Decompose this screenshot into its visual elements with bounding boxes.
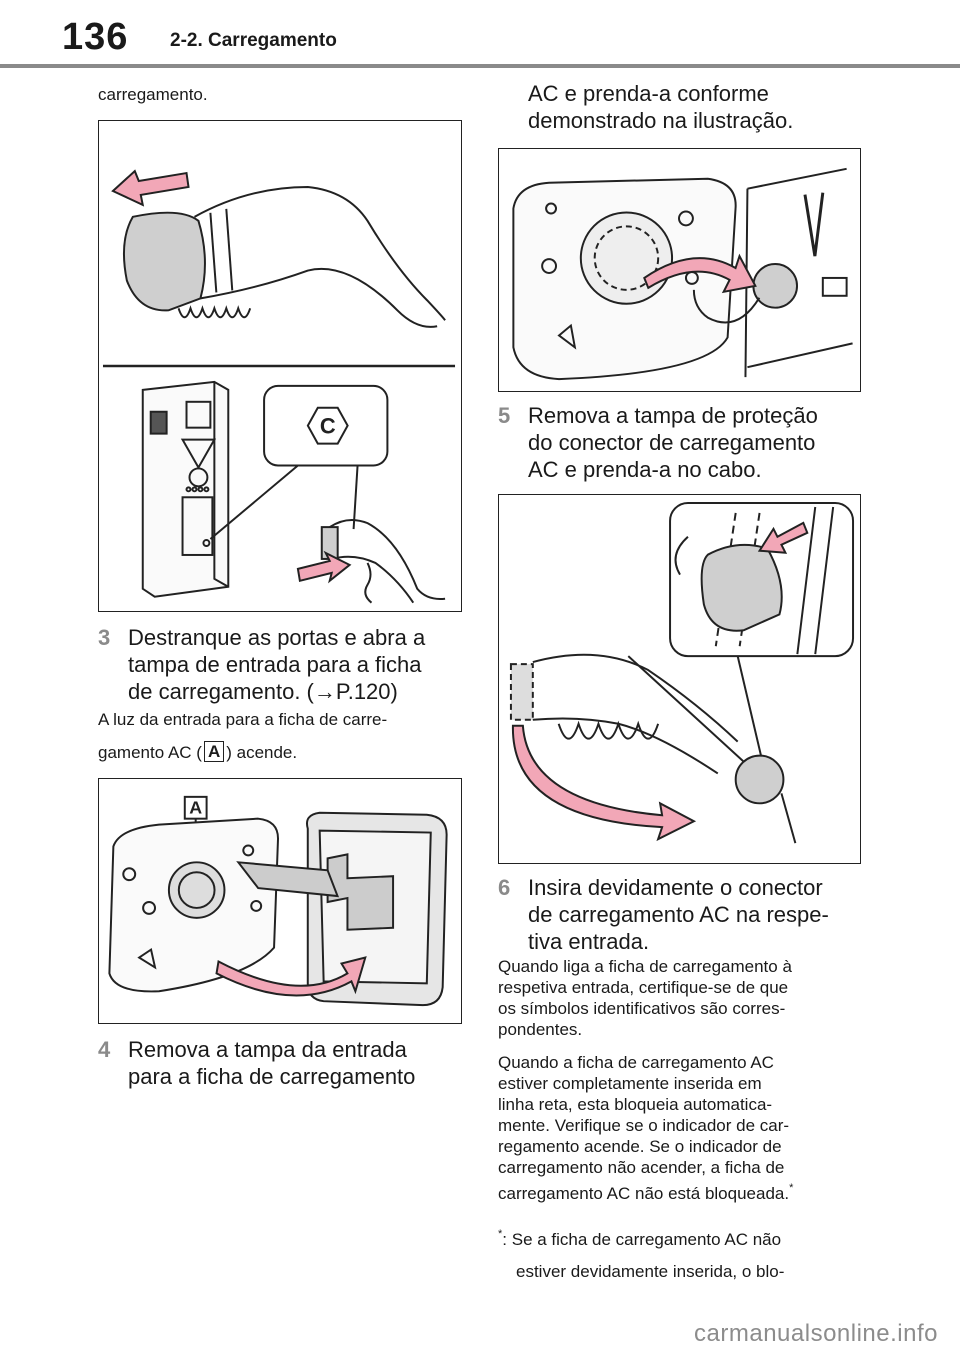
paragraph-locking: Quando a ficha de carregamento AC estive… bbox=[498, 1052, 898, 1204]
figure-lid-removal bbox=[498, 148, 861, 392]
note-text-after: ) acende. bbox=[226, 743, 298, 762]
footnote-line-1: : Se a ficha de carregamento AC não bbox=[502, 1230, 782, 1249]
inlet-socket-icon bbox=[593, 225, 660, 291]
footnote: *: Se a ficha de carregamento AC não est… bbox=[498, 1218, 898, 1288]
step-6-number: 6 bbox=[498, 875, 511, 900]
step-4-number: 4 bbox=[98, 1037, 111, 1062]
step-5-line-3: AC e prenda-a no cabo. bbox=[528, 457, 762, 482]
insert-arrow-icon bbox=[296, 550, 352, 584]
section-title: 2-2. Carregamento bbox=[170, 30, 337, 51]
charging-inlet-illustration: A bbox=[108, 795, 448, 1007]
step-4-cont-line-2: demonstrado na ilustração. bbox=[528, 108, 794, 133]
move-arrow-icon bbox=[643, 253, 757, 294]
step-5-number: 5 bbox=[498, 403, 511, 428]
plug-cap-icon bbox=[122, 211, 206, 312]
footnote-line-2: estiver devidamente inserida, o blo- bbox=[516, 1262, 785, 1281]
label-a: A bbox=[189, 798, 202, 818]
step-4-cont-line-1: AC e prenda-a conforme bbox=[528, 81, 769, 106]
step-3-line-2: tampa de entrada para a ficha bbox=[128, 652, 422, 677]
curve-arrow-icon bbox=[511, 724, 697, 842]
protective-cap-icon bbox=[700, 543, 783, 632]
pull-arrow-icon bbox=[111, 169, 190, 207]
label-a-badge: A bbox=[203, 741, 225, 762]
paragraph-2-line-4: mente. Verifique se o indicador de car- bbox=[498, 1116, 790, 1135]
figure-charging-plug: C bbox=[98, 120, 462, 612]
charging-plug-illustration: C bbox=[102, 169, 456, 604]
paragraph-2-line-1: Quando a ficha de carregamento AC bbox=[498, 1053, 774, 1072]
label-c: C bbox=[320, 414, 336, 439]
step-3: 3 Destranque as portas e abra a tampa de… bbox=[98, 624, 478, 708]
protective-cap-illustration bbox=[509, 501, 855, 844]
paragraph-2-line-7: carregamento AC não está bloqueada.* bbox=[498, 1182, 794, 1203]
step-4-continued: AC e prenda-a conforme demonstrado na il… bbox=[528, 80, 908, 134]
paragraph-1-line-1: Quando liga a ficha de carregamento à bbox=[498, 957, 792, 976]
step-3-line-3: de carregamento. (→P.120) bbox=[128, 679, 398, 704]
step-5: 5 Remova a tampa de proteção do conector… bbox=[498, 402, 898, 486]
step-6: 6 Insira devidamente o conector de carre… bbox=[498, 874, 898, 958]
paragraph-2-line-2: estiver completamente inserida em bbox=[498, 1074, 762, 1093]
step-4-line-2: para a ficha de carregamento bbox=[128, 1064, 416, 1089]
figure-charging-inlet: A bbox=[98, 778, 462, 1024]
step-3-number: 3 bbox=[98, 625, 111, 650]
footnote-marker: * bbox=[498, 1228, 503, 1240]
step-5-line-2: do conector de carregamento bbox=[528, 430, 816, 455]
paragraph-2-line-5: regamento acende. Se o indicador de bbox=[498, 1137, 782, 1156]
figure-protective-cap bbox=[498, 494, 861, 864]
paragraph-symbols: Quando liga a ficha de carregamento à re… bbox=[498, 956, 898, 1040]
step-6-line-2: de carregamento AC na respe- bbox=[528, 902, 829, 927]
paragraph-1-line-2: respetiva entrada, certifique-se de que bbox=[498, 978, 789, 997]
watermark: carmanualsonline.info bbox=[694, 1320, 938, 1347]
step-3-line-1: Destranque as portas e abra a bbox=[128, 625, 426, 650]
step-6-line-3: tiva entrada. bbox=[528, 929, 650, 954]
attach-arrow-icon bbox=[757, 521, 809, 554]
footnote-reference: * bbox=[789, 1182, 794, 1194]
step-4-line-1: Remova a tampa da entrada bbox=[128, 1037, 407, 1062]
lid-removal-illustration bbox=[512, 167, 853, 381]
lid-cap-icon bbox=[752, 263, 799, 309]
header-rule bbox=[0, 64, 960, 68]
note-line-2: gamento AC (A) acende. bbox=[98, 741, 478, 764]
note-text-before: gamento AC ( bbox=[98, 743, 202, 762]
continuation-text: carregamento. bbox=[98, 85, 208, 104]
step-6-line-1: Insira devidamente o conector bbox=[528, 875, 823, 900]
inlet-socket-icon bbox=[167, 861, 226, 919]
rotate-arrow-icon bbox=[215, 956, 367, 997]
page-number: 136 bbox=[62, 16, 129, 58]
paragraph-2-line-6: carregamento não acender, a ficha de bbox=[498, 1158, 785, 1177]
note-line-1: A luz da entrada para a ficha de carre- bbox=[98, 710, 388, 729]
paragraph-2-line-3: linha reta, esta bloqueia automatica- bbox=[498, 1095, 773, 1114]
step-5-line-1: Remova a tampa de proteção bbox=[528, 403, 818, 428]
step-4: 4 Remova a tampa da entrada para a ficha… bbox=[98, 1036, 478, 1092]
paragraph-1-line-4: pondentes. bbox=[498, 1020, 583, 1039]
paragraph-1-line-3: os símbolos identificativos são corres- bbox=[498, 999, 786, 1018]
